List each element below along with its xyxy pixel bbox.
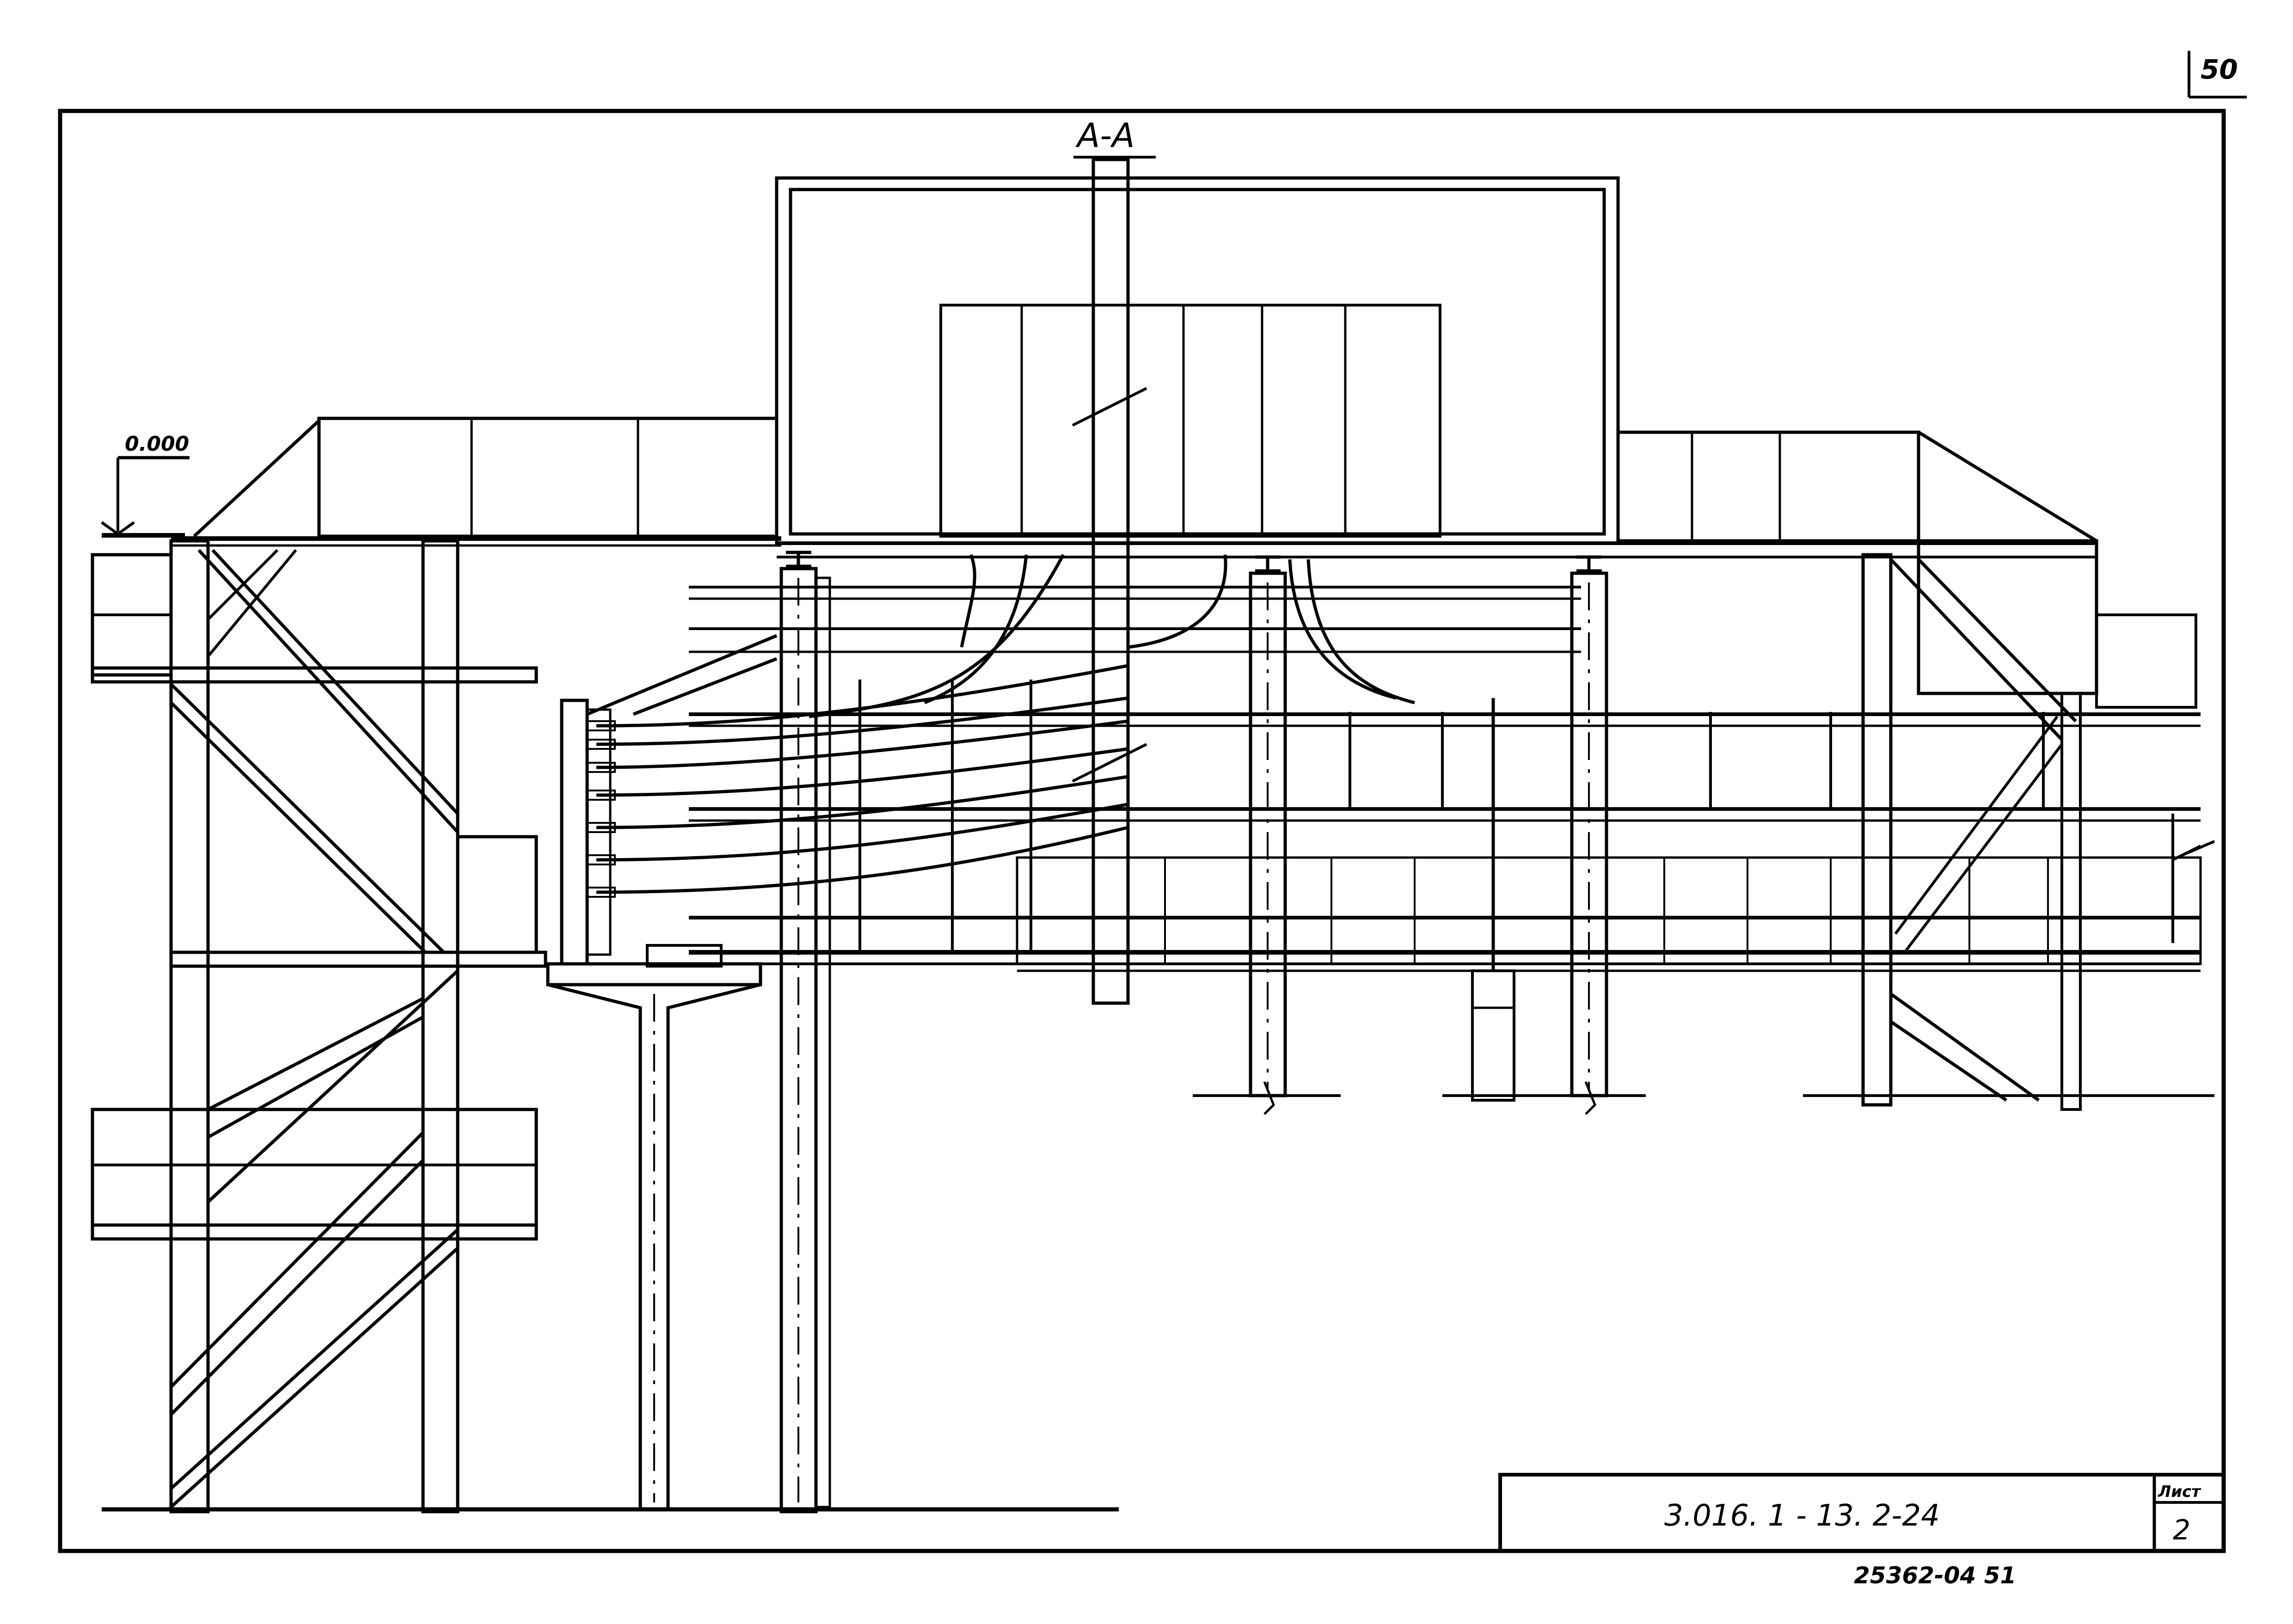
archive-number: 25362-04 51	[1854, 1562, 2016, 1589]
elevation-mark-value: 0.000	[125, 432, 189, 456]
cables	[586, 554, 1415, 898]
section-label-group: A-A	[1073, 116, 1156, 159]
page-number: 50	[2201, 54, 2238, 85]
sheet-frame	[58, 109, 2226, 1553]
section-label: A-A	[1075, 116, 1135, 155]
elevation-mark: 0.000	[101, 432, 190, 538]
title-block: 3.016. 1 - 13. 2-24 Лист 2	[1498, 1473, 2226, 1553]
page-number-box: 50	[2188, 51, 2247, 98]
central-pipe	[1072, 158, 1147, 1005]
pier-column	[546, 634, 778, 1511]
sheet-number: 2	[2173, 1514, 2190, 1546]
steel-columns	[779, 551, 2214, 1514]
document-code: 3.016. 1 - 13. 2-24	[1664, 1499, 1940, 1533]
sheet-label: Лист	[2158, 1483, 2201, 1501]
right-structure	[777, 430, 2197, 1111]
hood-frame	[775, 176, 1620, 545]
stair-tower	[91, 417, 1119, 1514]
cable-gallery	[689, 586, 2215, 972]
